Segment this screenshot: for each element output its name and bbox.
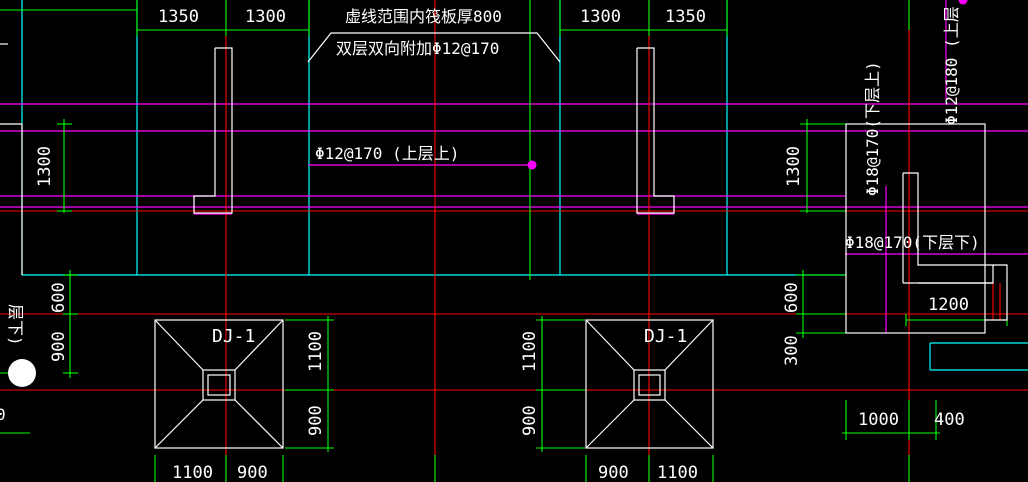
dim-mid-right-1100: 1100	[520, 331, 540, 372]
dim-bottom-900-left: 900	[237, 463, 268, 482]
magenta-rebars	[0, 0, 1028, 333]
dim-right-1200: 1200	[928, 295, 969, 315]
label-upper-rebar: Φ12@170 (上层上)	[315, 144, 459, 163]
dim-right-400: 400	[934, 410, 965, 430]
dim-mid-right-900: 900	[520, 405, 540, 436]
dim-bottom-900-right: 900	[598, 463, 629, 482]
axis-bubble	[8, 359, 36, 387]
dim-top-1350-left: 1350	[158, 7, 199, 27]
dim-top-1300-left: 1300	[245, 7, 286, 27]
note-additional-bars: 双层双向附加Φ12@170	[336, 39, 499, 58]
dim-left-1300: 1300	[35, 146, 55, 187]
label-left-zero: 0	[0, 405, 6, 424]
label-lower-rebar: Φ18@170(下层下)	[845, 233, 980, 252]
annotations: 虚线范围内筏板厚800 双层双向附加Φ12@170 Φ12@170 (上层上) …	[0, 6, 980, 424]
dim-right-600: 600	[782, 282, 802, 313]
dim-top-1350-right: 1350	[665, 7, 706, 27]
magenta-grip-point[interactable]	[527, 160, 537, 170]
dim-left-900: 900	[49, 331, 69, 362]
dim-bottom-1100-left: 1100	[172, 463, 213, 482]
label-vertical-lower-upper: Φ18@170(下层上)	[863, 61, 882, 196]
label-vertical-upper: Φ12@180 (上层	[942, 6, 961, 125]
footing-label-left: DJ-1	[212, 326, 255, 347]
magenta-grip-point-top[interactable]	[958, 0, 968, 5]
footing-label-right: DJ-1	[644, 326, 687, 347]
dim-top-1300-right: 1300	[580, 7, 621, 27]
note-slab-thickness: 虚线范围内筏板厚800	[345, 7, 502, 26]
white-linework	[0, 32, 1008, 334]
footing-left[interactable]	[154, 319, 284, 449]
dim-mid-left-900: 900	[306, 405, 326, 436]
dim-right-1000: 1000	[858, 410, 899, 430]
footing-right[interactable]	[585, 319, 714, 449]
dim-right-1300: 1300	[784, 146, 804, 187]
dim-right-300: 300	[782, 335, 802, 366]
dim-mid-left-1100: 1100	[306, 331, 326, 372]
dim-left-600: 600	[49, 282, 69, 313]
dim-bottom-1100-right: 1100	[657, 463, 698, 482]
label-left-edge: 层下)	[6, 304, 25, 346]
dimension-texts: 1350 1300 1300 1350 1300 600 900 1100 90…	[35, 7, 969, 482]
